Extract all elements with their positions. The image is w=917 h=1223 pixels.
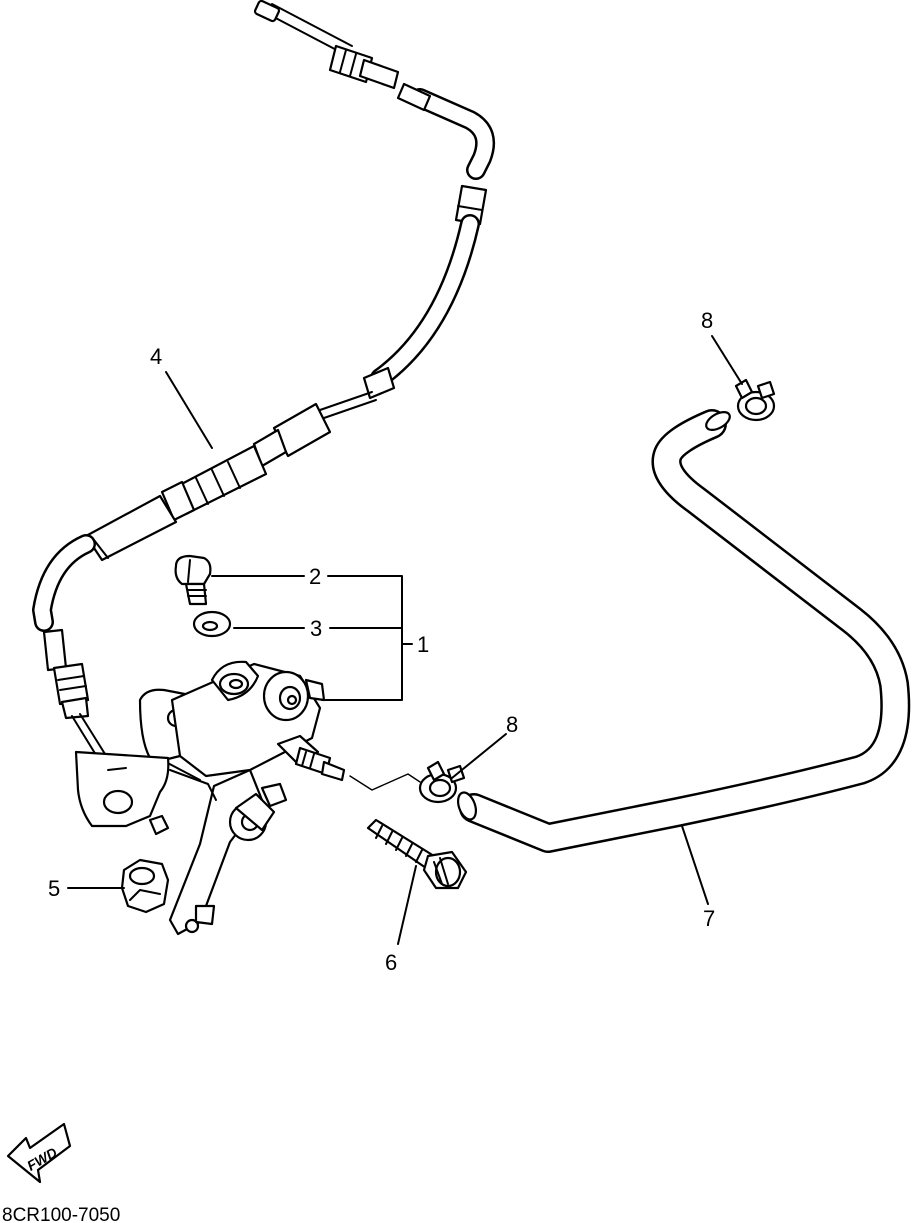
callout-3: 3 (310, 616, 322, 641)
callout-5: 5 (48, 876, 60, 901)
callout-8-lower: 8 (506, 712, 518, 737)
hose-clip-lower (418, 760, 466, 804)
callout-4: 4 (150, 344, 162, 369)
oil-pump-assembly (74, 660, 346, 936)
callout-2: 2 (309, 564, 321, 589)
callout-7: 7 (703, 906, 715, 931)
washer-part-3 (192, 610, 232, 638)
hose-clip-upper (734, 378, 776, 422)
bolt-part-6 (366, 818, 468, 890)
leader-lines (67, 335, 743, 945)
nut-part-5 (120, 858, 170, 914)
callout-8-upper: 8 (701, 308, 713, 333)
oil-pump-cable (32, 0, 495, 776)
diagram-code: 8CR100-7050 (2, 1205, 120, 1223)
bolt-part-2 (174, 554, 212, 606)
fwd-arrow-icon: FWD (6, 1122, 72, 1184)
oil-delivery-hose (349, 409, 911, 853)
callout-6: 6 (385, 950, 397, 975)
callouts: 4 2 3 1 5 6 7 8 8 (48, 308, 715, 975)
callout-1: 1 (417, 632, 429, 657)
